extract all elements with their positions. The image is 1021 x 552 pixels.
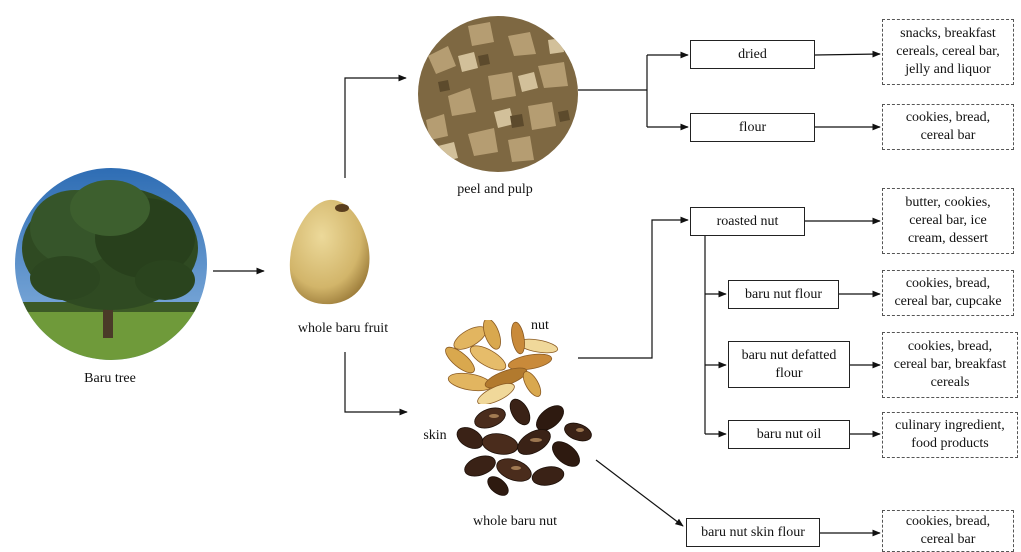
products-defatted-flour: cookies, bread, cereal bar, breakfast ce… [882,332,1018,398]
label-peel-pulp: peel and pulp [430,182,560,198]
products-skin-flour: cookies, bread, cereal bar [882,510,1014,552]
products-dried: snacks, breakfast cereals, cereal bar, j… [882,19,1014,85]
label-whole-fruit: whole baru fruit [278,321,408,337]
box-nut-oil: baru nut oil [728,420,850,449]
box-skin-flour: baru nut skin flour [686,518,820,547]
box-flour: flour [690,113,815,142]
arrow-dried-products [815,54,880,55]
nut-skin-photo [450,398,602,496]
peel-pulp-photo [418,16,578,172]
label-baru-tree: Baru tree [55,371,165,387]
products-roasted-nut: butter, cookies, cereal bar, ice cream, … [882,188,1014,254]
products-flour: cookies, bread, cereal bar [882,104,1014,150]
products-nut-flour: cookies, bread, cereal bar, cupcake [882,270,1014,316]
box-nut-flour: baru nut flour [728,280,839,309]
arrow-fruit-to-peel [345,78,406,178]
baru-fruit-photo [284,196,374,308]
box-defatted-flour: baru nut defatted flour [728,341,850,388]
box-dried: dried [690,40,815,69]
label-nut: nut [528,318,552,334]
arrow-fruit-to-nut [345,352,407,412]
products-nut-oil: culinary ingredient, food products [882,412,1018,458]
label-whole-nut: whole baru nut [450,514,580,530]
label-skin: skin [420,428,450,444]
tree-photo [15,168,207,360]
arrow-skin-to-flour [596,460,683,526]
box-roasted-nut: roasted nut [690,207,805,236]
arrow-nut-to-roasted [578,220,688,358]
